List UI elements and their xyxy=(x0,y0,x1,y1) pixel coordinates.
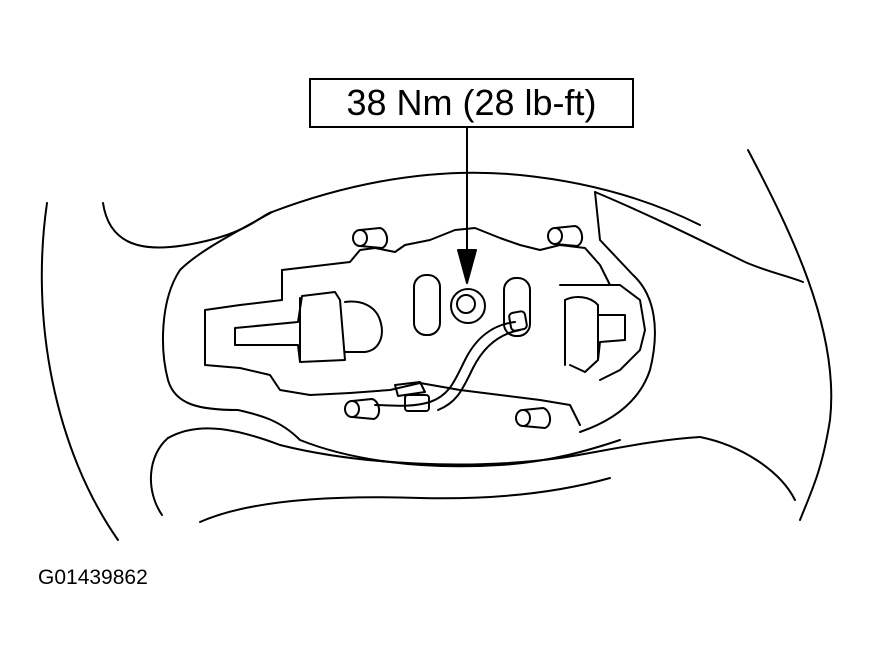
hub-lower-frame xyxy=(349,382,581,426)
torque-arrow xyxy=(457,127,477,284)
bolt-inner-ring xyxy=(456,294,476,314)
pin-lower-right xyxy=(515,407,551,429)
torque-callout-box: 38 Nm (28 lb-ft) xyxy=(309,78,634,128)
lower-spoke-top xyxy=(167,427,701,466)
bolt-outer-ring xyxy=(450,288,486,324)
harness-connector-lower xyxy=(404,394,430,412)
right-lug-outline xyxy=(564,296,626,373)
torque-spec-label: 38 Nm (28 lb-ft) xyxy=(346,82,597,123)
right-spoke-contour xyxy=(579,191,656,433)
center-slots xyxy=(413,274,531,337)
hub-inner-outline xyxy=(281,227,611,286)
hub-housing xyxy=(162,211,646,468)
wiring-harness xyxy=(374,310,528,412)
lower-spoke-left xyxy=(150,437,169,516)
hub-outer-outline xyxy=(162,211,621,468)
pin-lower-left xyxy=(344,398,380,420)
harness-wire-a xyxy=(374,321,516,407)
lower-spoke-bottom xyxy=(199,477,611,523)
hub-left-frame xyxy=(204,269,351,396)
center-slot-left xyxy=(413,274,441,336)
wheel-upper-contour xyxy=(102,171,804,433)
harness-wire-b xyxy=(437,329,521,411)
left-lug-slot xyxy=(344,300,383,353)
hub-right-frame xyxy=(559,284,646,381)
left-mount-lug xyxy=(234,291,383,363)
retaining-bolt xyxy=(450,288,486,324)
wheel-rim-left xyxy=(40,202,119,541)
torque-arrow-head xyxy=(457,249,477,284)
pin-upper-left xyxy=(352,227,388,249)
pin-upper-right xyxy=(547,225,583,247)
upper-right-contour xyxy=(594,191,804,283)
right-mount-lug xyxy=(564,296,626,373)
left-lug-outline xyxy=(234,291,346,363)
mounting-pins xyxy=(344,225,583,429)
harness-clip xyxy=(394,381,426,397)
wheel-lower-spoke xyxy=(150,427,796,523)
lower-spoke-right xyxy=(699,436,796,501)
center-slot-right xyxy=(503,277,531,337)
figure-id-label: G01439862 xyxy=(38,566,148,589)
wheel-rim xyxy=(40,149,833,541)
harness-connector-upper xyxy=(508,310,528,332)
upper-arch xyxy=(271,171,701,226)
wheel-rim-right xyxy=(747,149,833,521)
